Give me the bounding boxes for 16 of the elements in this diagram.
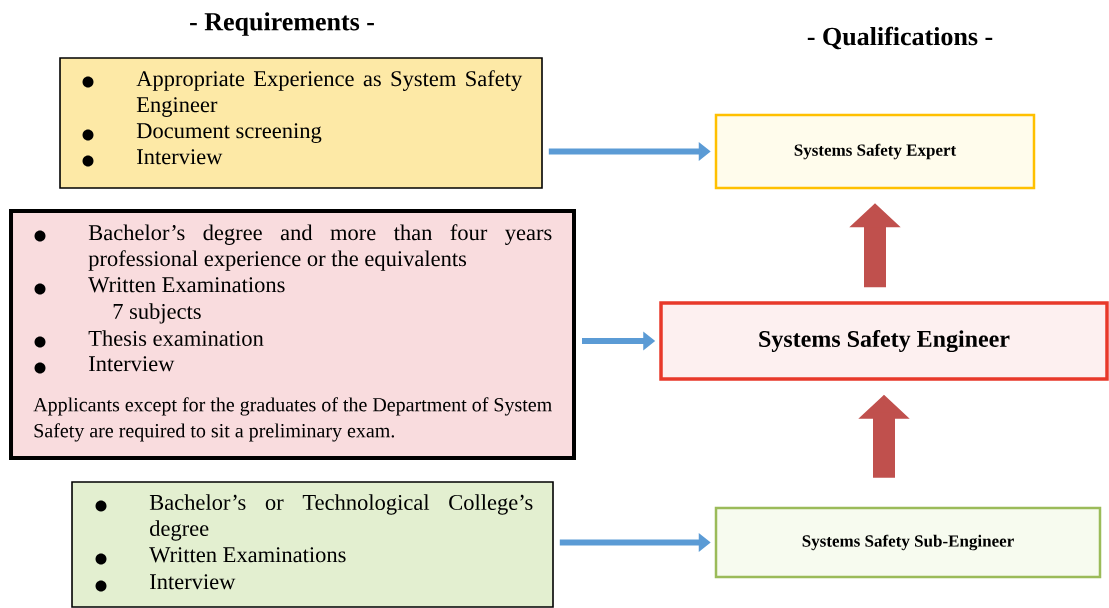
list-item: Interview bbox=[150, 574, 236, 590]
qualification-box: Systems Safety Sub-Engineer bbox=[714, 506, 1102, 579]
list-item: 7 subjects bbox=[113, 303, 201, 324]
list-item: Appropriate Experience as System Safety Engineer bbox=[136, 70, 523, 117]
heading: - Qualifications - bbox=[807, 26, 993, 50]
list-item: Interview bbox=[89, 356, 175, 372]
list-item: Written Examinations bbox=[149, 547, 346, 563]
qualification-box: Systems Safety Expert bbox=[714, 113, 1036, 190]
list-item: Written Examinations bbox=[88, 277, 285, 293]
list-item: Document screening bbox=[136, 123, 322, 143]
list-item: Thesis examination bbox=[88, 330, 264, 347]
qualification-box: Systems Safety Engineer bbox=[659, 301, 1109, 381]
list-item: Bachelor’s degree and more than four years professional experience or the equivalents bbox=[88, 224, 552, 271]
list-item: Bachelor’s or Technological College’s degree bbox=[149, 494, 533, 541]
list-item: Interview bbox=[137, 149, 223, 165]
list-item: Applicants except for the graduates of the Department of System Safety are required to sit a preliminary exam. bbox=[33, 397, 552, 442]
